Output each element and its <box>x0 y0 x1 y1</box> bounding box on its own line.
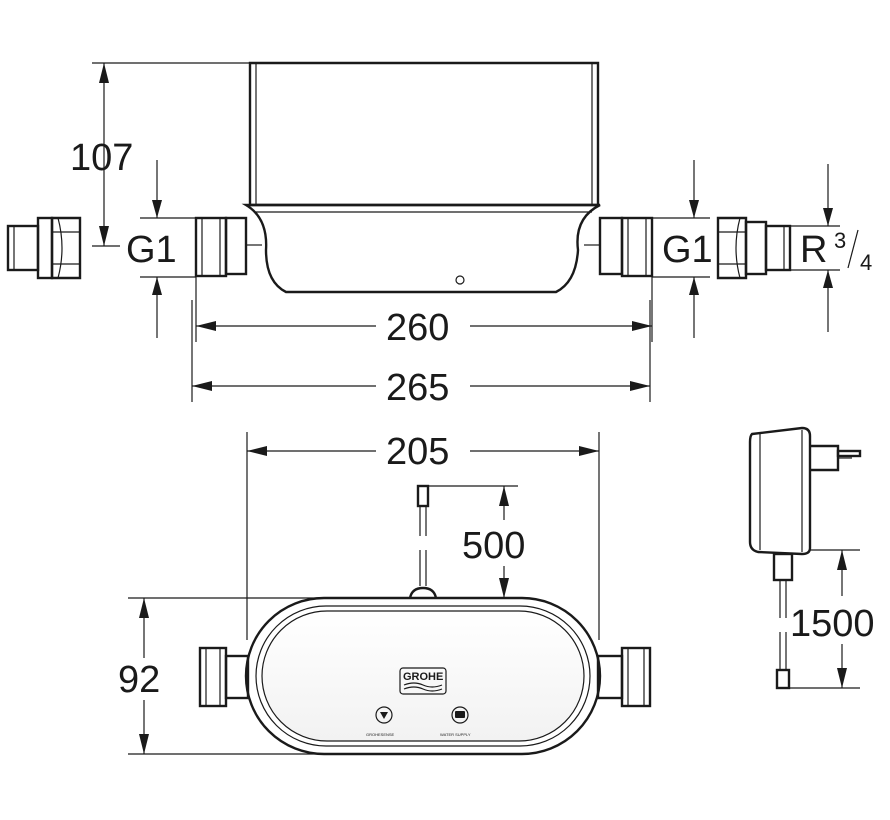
left-nut <box>194 216 228 278</box>
grohesense-button-caption: GROHESENSE <box>366 732 395 737</box>
right-nut <box>620 216 654 278</box>
front-right-fitting <box>596 646 652 708</box>
front-housing-inner <box>261 610 585 742</box>
front-housing-outer <box>244 596 602 756</box>
dim-height-107: 107 <box>70 137 133 179</box>
power-adapter <box>748 426 862 690</box>
wifi-icon <box>380 712 388 719</box>
side-view: 107 G1 G1 R 3 4 260 265 <box>6 61 872 409</box>
right-loose-fitting <box>716 216 792 280</box>
dim-cable-1500: 1500 <box>790 603 875 645</box>
housing-body <box>241 203 601 294</box>
right-stub <box>598 216 624 276</box>
dim-thread-left: G1 <box>126 229 177 271</box>
grohesense-button[interactable] <box>375 706 393 724</box>
dim-height-92: 92 <box>118 659 160 701</box>
dim-thread-right: G1 <box>662 229 713 271</box>
dim-width-265: 265 <box>386 367 449 409</box>
front-left-fitting <box>198 646 250 708</box>
water-supply-button[interactable] <box>451 706 469 724</box>
grohe-logo: GROHE <box>399 667 447 695</box>
tap-icon <box>455 711 465 718</box>
dim-cable-500: 500 <box>462 525 525 567</box>
dim-width-260: 260 <box>386 307 449 349</box>
left-stub <box>224 216 248 276</box>
dim-thread-outlet-den: 4 <box>860 250 872 275</box>
dim-thread-outlet-num: 3 <box>834 228 846 253</box>
front-view: 205 500 <box>118 431 652 756</box>
housing-top <box>248 61 600 207</box>
water-supply-button-caption: WATER SUPPLY <box>440 732 471 737</box>
short-cable <box>408 484 438 599</box>
left-loose-fitting <box>6 216 82 280</box>
svg-text:GROHE: GROHE <box>403 671 443 683</box>
dim-thread-outlet-prefix: R <box>800 229 827 271</box>
dim-width-205: 205 <box>386 431 449 473</box>
